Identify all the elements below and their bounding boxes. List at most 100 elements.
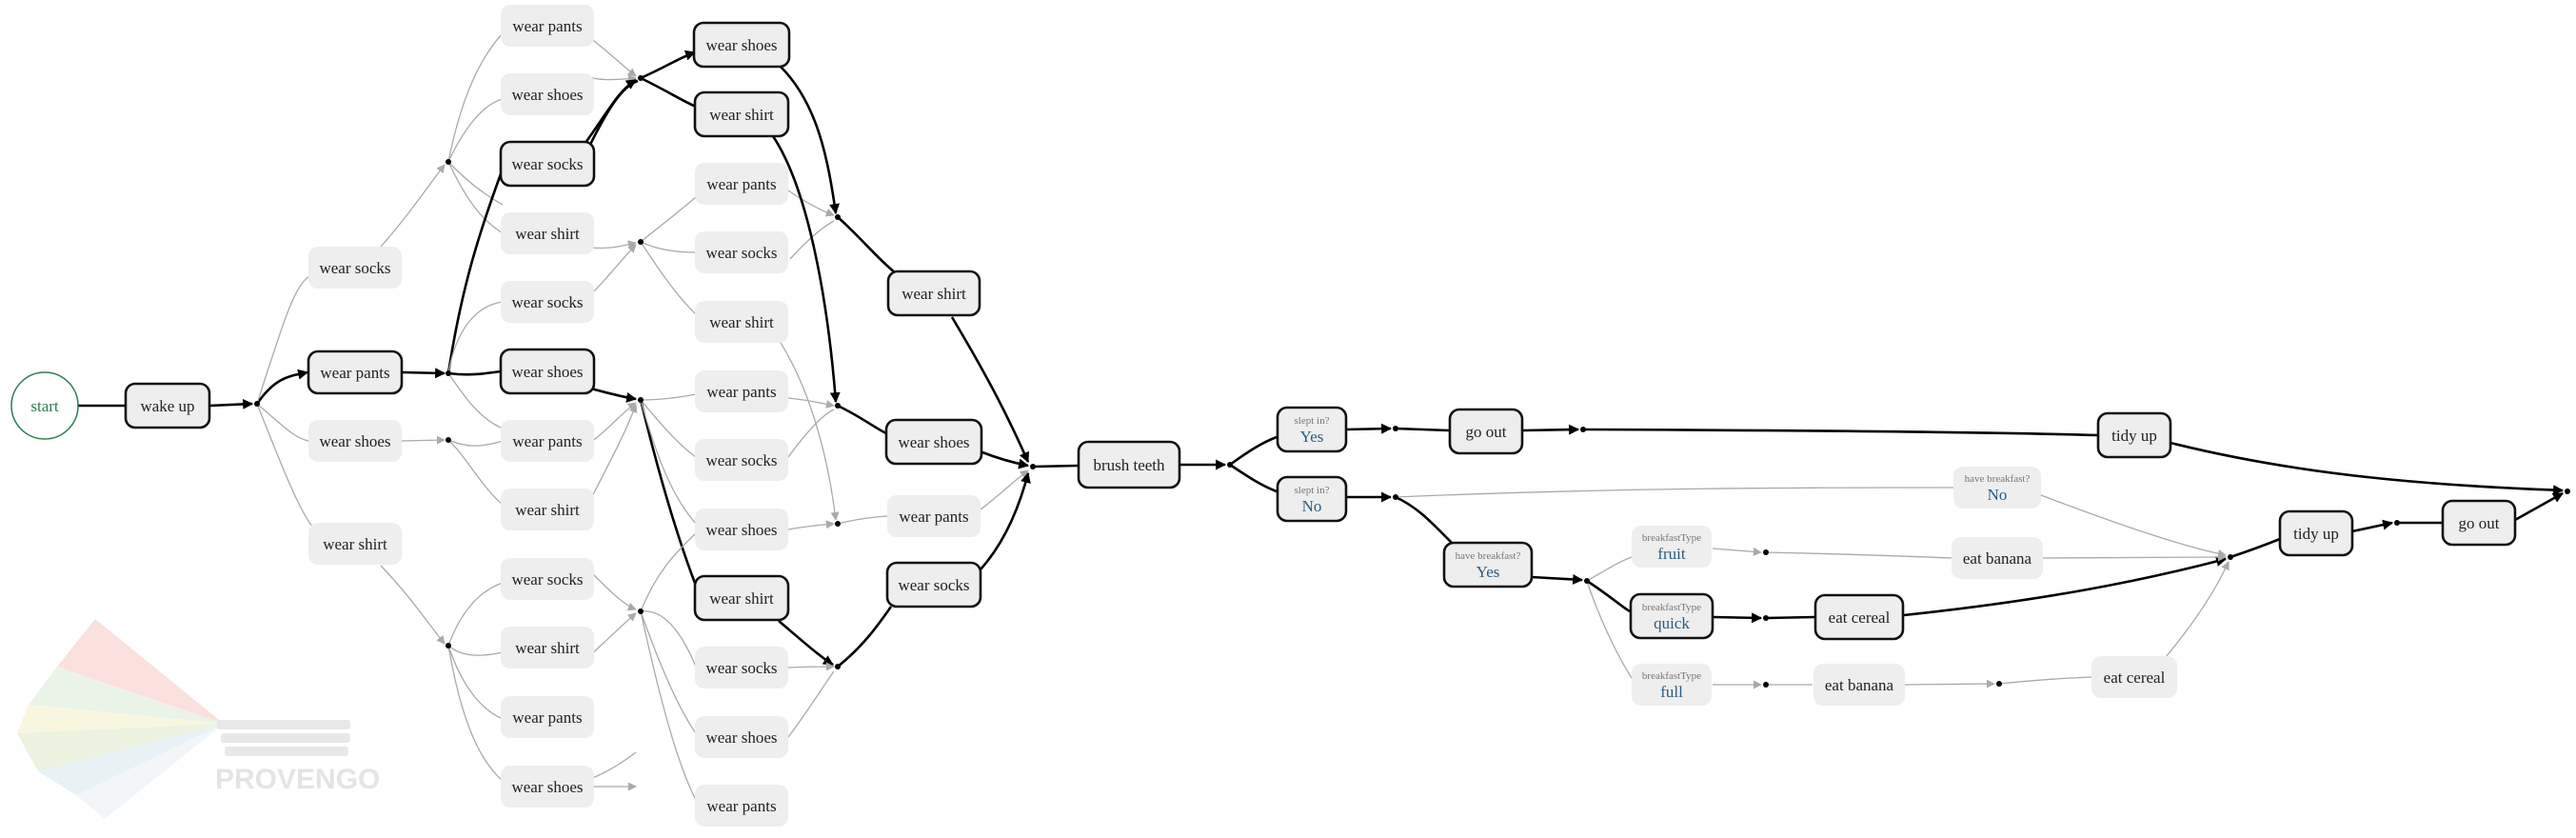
node-label: wear shoes (511, 86, 583, 104)
transition-edge (1586, 580, 1633, 679)
junction-dot (638, 239, 644, 245)
choice-caption: have breakfast? (1456, 550, 1521, 562)
transition-edge (1712, 547, 1762, 556)
transition-edge (589, 240, 637, 249)
transition-edge (787, 520, 835, 530)
transition-edge (787, 190, 835, 217)
transition-edge (1395, 487, 1954, 498)
transition-edge (447, 372, 504, 429)
node-label: eat cereal (1829, 609, 1891, 627)
transition-edge (380, 164, 446, 248)
eat-cereal-2-node: eat cereal (2091, 656, 2177, 698)
active-transition-edge (639, 399, 698, 587)
c3-socks-b-node: wear socks (695, 439, 788, 481)
node-label: wear shirt (709, 313, 774, 331)
transition-edge (1765, 551, 1952, 559)
active-transition-edge (208, 398, 254, 409)
transition-edge (589, 244, 637, 296)
junction-dot (835, 521, 841, 527)
transition-edge (256, 275, 310, 405)
junction-dot (1763, 615, 1769, 621)
choice-caption: breakfastType (1642, 670, 1701, 682)
active-transition-edge (1713, 612, 1763, 624)
transition-edge (589, 751, 637, 780)
slept-yes-node: slept in?Yes (1276, 406, 1348, 453)
junction-dot (2394, 520, 2400, 526)
node-label: wear socks (705, 659, 777, 677)
provengo-watermark: PROVENGO (17, 619, 380, 819)
c2-shoes-b-node: wear shoes (499, 348, 596, 395)
c4-socks-node: wear socks (885, 561, 982, 609)
node-label: wear shoes (898, 433, 969, 451)
wear-pants-1-node: wear pants (307, 349, 404, 395)
transition-edge (2042, 552, 2227, 562)
choice-caption: breakfastType (1642, 532, 1701, 544)
wear-shirt-1-node: wear shirt (308, 523, 402, 565)
wear-shoes-1-node: wear shoes (308, 420, 402, 462)
active-transition-edge (640, 76, 697, 109)
junction-dot (446, 370, 451, 376)
node-label: wear shoes (319, 432, 390, 450)
junction-dot (1393, 426, 1398, 431)
transition-edge (1998, 676, 2092, 685)
c3-shoes-b-node: wear shoes (695, 509, 788, 550)
choice-value: quick (1654, 614, 1690, 632)
node-label: eat banana (1825, 676, 1894, 694)
tidy-up-1-node: tidy up (2096, 411, 2172, 459)
node-label: wear shirt (709, 589, 774, 608)
c4-pants-node: wear pants (887, 495, 981, 537)
transition-edge (980, 469, 1029, 510)
transition-edge (1586, 556, 1633, 582)
node-label: tidy up (2111, 427, 2157, 445)
active-transition-edge (837, 216, 897, 275)
node-label: wear pants (512, 708, 582, 727)
transition-edge (589, 612, 637, 656)
active-transition-edge (401, 368, 446, 379)
tidy-up-2-node: tidy up (2278, 509, 2354, 557)
transition-edge (447, 301, 504, 374)
node-label: wear socks (319, 259, 390, 277)
node-label: eat banana (1963, 549, 2032, 568)
c2-shoes-a-node: wear shoes (501, 73, 594, 115)
junction-dot (1584, 578, 1590, 584)
eat-banana-1-node: eat banana (1952, 537, 2043, 579)
go-out-1-node: go out (1448, 408, 1524, 455)
node-label: wear shirt (902, 285, 966, 303)
node-label: wear shoes (705, 36, 777, 54)
c2-pants-b-node: wear pants (501, 420, 594, 462)
node-label: wear shirt (323, 535, 387, 553)
transition-edge (589, 570, 637, 611)
choice-value: fruit (1657, 545, 1686, 563)
active-transition-edge (1522, 424, 1580, 435)
junction-dot (254, 401, 260, 407)
active-transition-edge (640, 50, 697, 80)
node-label: wear socks (705, 451, 777, 469)
node-label: go out (1466, 423, 1507, 441)
node-label: wear shirt (515, 639, 580, 657)
active-transition-edge (2351, 519, 2394, 533)
brush-teeth-node: brush teeth (1077, 440, 1181, 489)
c2-shirt-c-node: wear shirt (501, 627, 594, 668)
c3-shirt-a-node: wear shirt (693, 90, 790, 138)
node-label: brush teeth (1093, 456, 1165, 474)
junction-dot (1580, 427, 1586, 432)
transition-edge (1904, 679, 1995, 688)
choice-caption: breakfastType (1642, 602, 1701, 613)
junction-dot (446, 159, 451, 165)
c3-shoes-a-node: wear shoes (692, 21, 791, 69)
junction-dot (835, 664, 841, 669)
junction-dot (638, 609, 644, 614)
junction-layer (254, 75, 2570, 688)
transition-edge (640, 196, 697, 243)
active-transition-edge (255, 369, 309, 405)
transition-edge (256, 403, 309, 442)
c3-socks-a-node: wear socks (695, 231, 788, 273)
active-transition-edge (981, 450, 1030, 469)
c2-socks-b-node: wear socks (499, 140, 596, 188)
slept-no-node: slept in?No (1276, 475, 1348, 523)
node-label: wear shoes (511, 363, 583, 381)
junction-dot (835, 403, 841, 409)
node-label: wear socks (898, 576, 969, 594)
